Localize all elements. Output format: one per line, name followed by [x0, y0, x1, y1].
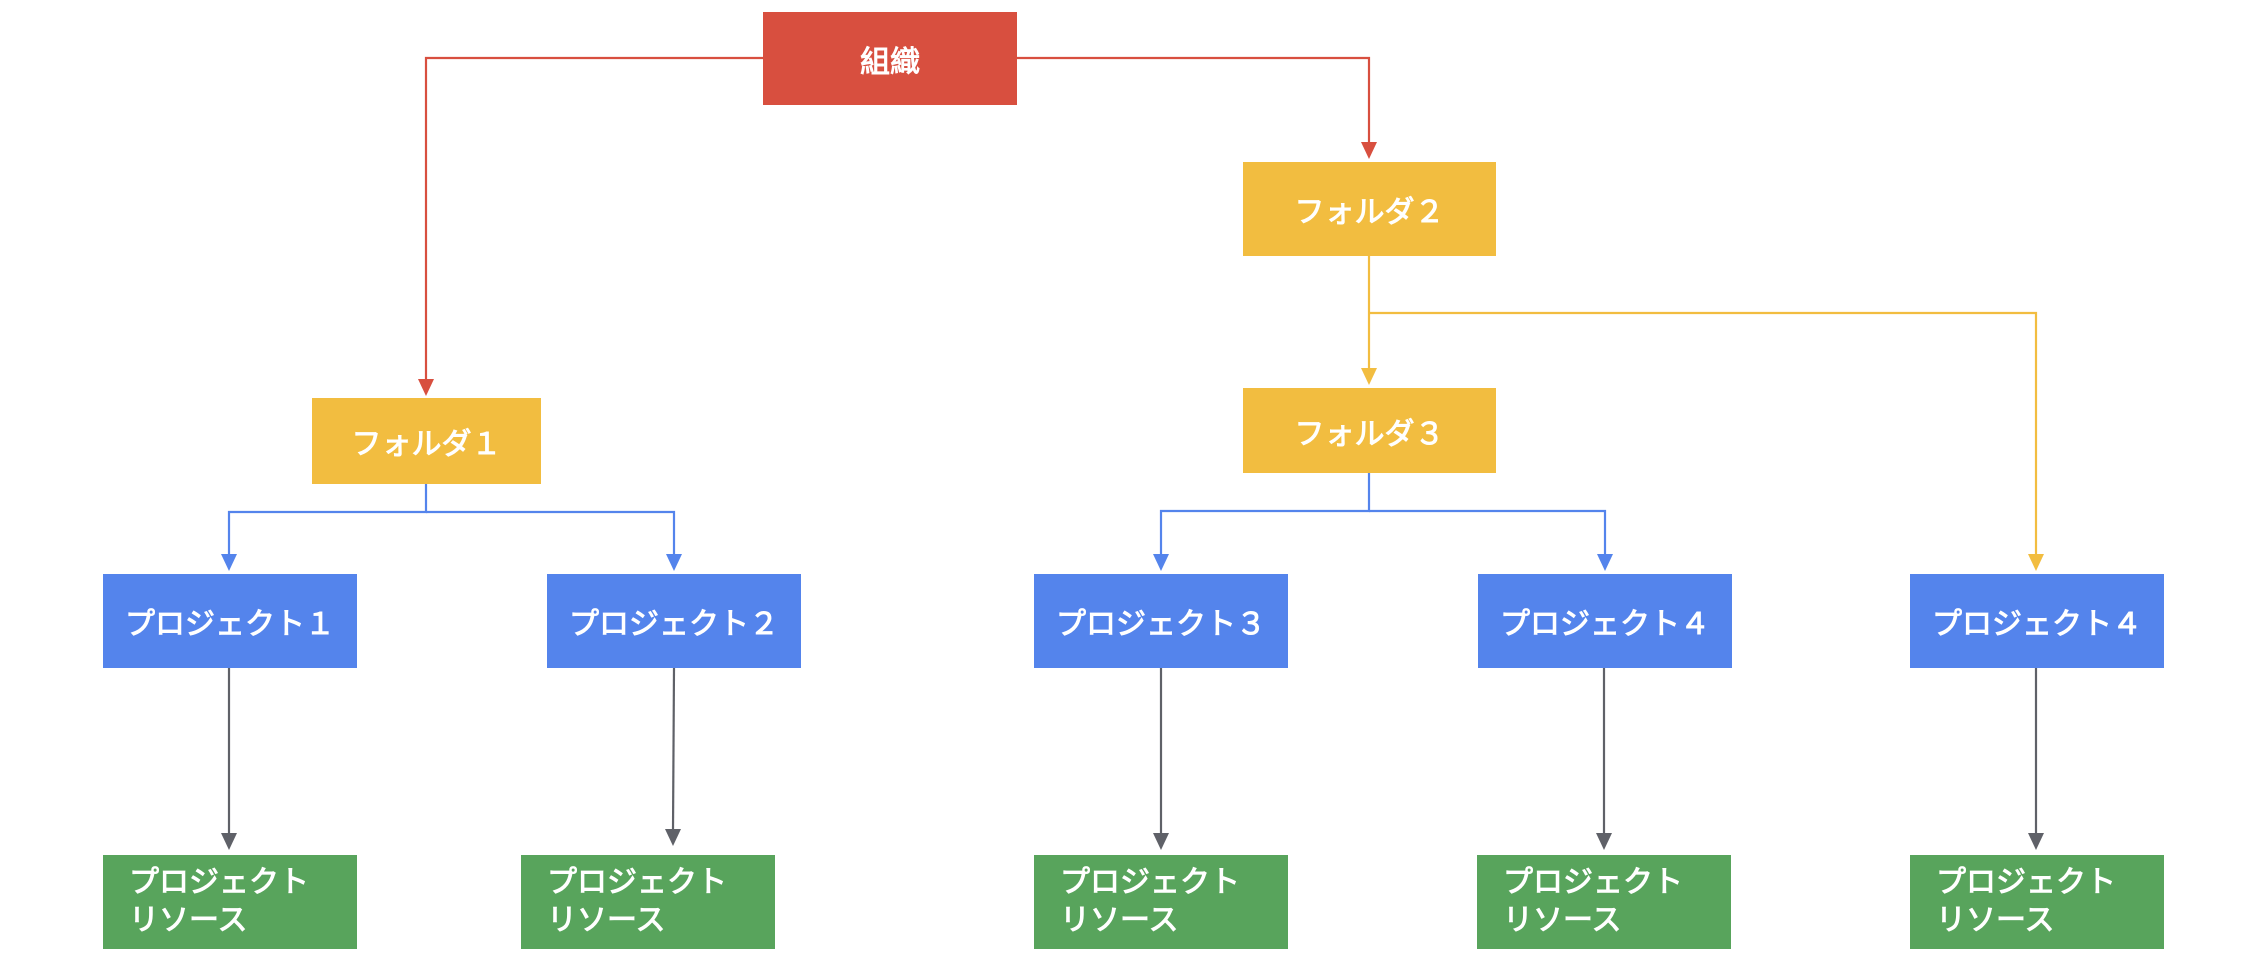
project4a-label: プロジェクト４: [1500, 607, 1710, 642]
resource4-label: プロジェクト リソース: [1503, 865, 1683, 938]
arrowhead-resource3: [1153, 833, 1169, 850]
resource3-label: プロジェクト リソース: [1060, 865, 1240, 938]
arrowhead-project2: [666, 554, 682, 571]
project4a-node: プロジェクト４: [1478, 574, 1732, 668]
folder1-label: フォルダ１: [351, 427, 502, 462]
folder3-label: フォルダ３: [1294, 416, 1445, 452]
org-to-folder2-connector: [1017, 56, 1371, 146]
folder2-label: フォルダ２: [1294, 195, 1445, 230]
arrowhead-folder2: [1361, 142, 1377, 159]
folder3-to-project3-connector: [1159, 473, 1371, 557]
resource1-node: プロジェクト リソース: [103, 855, 357, 949]
arrowhead-resource5: [2028, 833, 2044, 850]
arrowhead-project4b: [2028, 554, 2044, 571]
resource2-node: プロジェクト リソース: [521, 855, 775, 949]
folder2-node: フォルダ２: [1243, 162, 1496, 256]
project1-label: プロジェクト１: [125, 607, 335, 642]
folder3-to-project4a-connector: [1369, 509, 1607, 557]
arrowhead-folder1: [418, 379, 434, 396]
folder3-node: フォルダ３: [1243, 388, 1496, 473]
arrowhead-project4a: [1597, 554, 1613, 571]
project2-to-resource-connector: [671, 667, 676, 831]
resource1-label: プロジェクト リソース: [129, 865, 309, 938]
project4b-node: プロジェクト４: [1910, 574, 2164, 668]
resource2-label: プロジェクト リソース: [547, 865, 727, 938]
organization-label: 組織: [860, 44, 920, 80]
project2-label: プロジェクト２: [569, 607, 779, 642]
project1-node: プロジェクト１: [103, 574, 357, 668]
project2-node: プロジェクト２: [547, 574, 801, 668]
organization-node: 組織: [763, 12, 1017, 105]
resource5-node: プロジェクト リソース: [1910, 855, 2164, 949]
project3-label: プロジェクト３: [1056, 607, 1266, 642]
folder1-to-project1-connector: [227, 484, 428, 557]
arrowhead-project1: [221, 554, 237, 571]
resource4-node: プロジェクト リソース: [1477, 855, 1731, 949]
folder1-node: フォルダ１: [312, 398, 541, 484]
project4b-label: プロジェクト４: [1932, 607, 2142, 642]
resource5-label: プロジェクト リソース: [1936, 865, 2116, 938]
org-to-folder1-connector: [424, 56, 763, 382]
arrowhead-folder3: [1361, 368, 1377, 385]
arrowhead-project3: [1153, 554, 1169, 571]
arrowhead-resource4: [1596, 833, 1612, 850]
resource3-node: プロジェクト リソース: [1034, 855, 1288, 949]
folder1-to-project2-connector: [426, 510, 676, 557]
project3-node: プロジェクト３: [1034, 574, 1288, 668]
folder2-to-project4b-connector: [1369, 311, 2038, 557]
arrowhead-resource1: [221, 833, 237, 850]
arrowhead-resource2: [665, 829, 681, 846]
